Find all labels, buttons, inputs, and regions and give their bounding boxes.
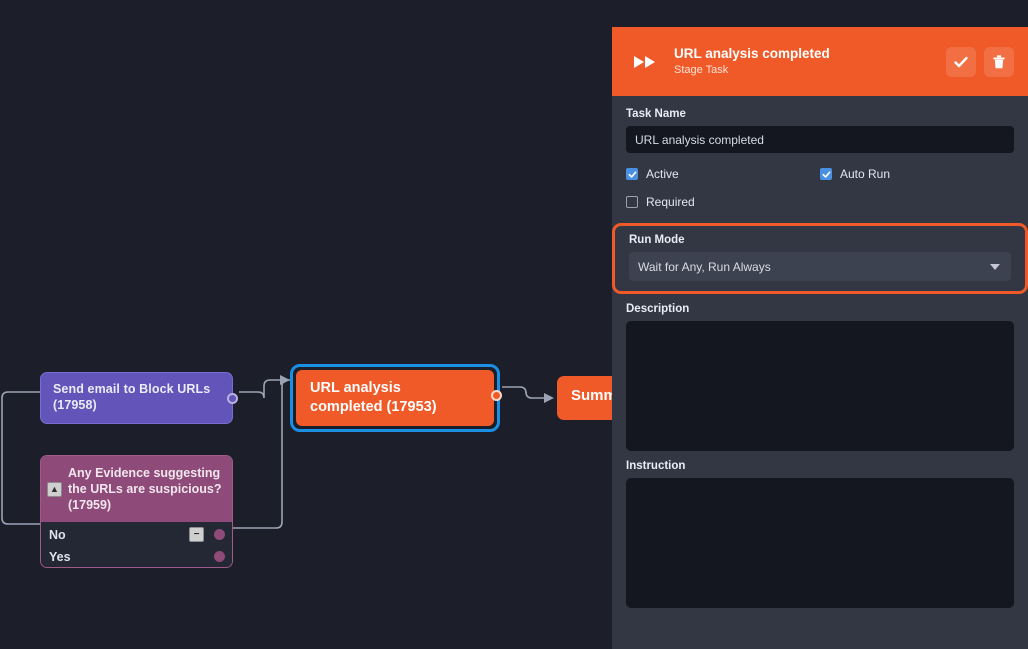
run-mode-field-highlighted: Run Mode Wait for Any, Run Always	[612, 223, 1028, 294]
checkbox-auto-run[interactable]: Auto Run	[820, 167, 1014, 181]
checkbox-row-1: Active Auto Run	[626, 167, 1014, 181]
checkbox-icon-checked[interactable]	[820, 168, 832, 180]
node-output-connector[interactable]	[491, 390, 502, 401]
node-label-line2: (17958)	[53, 398, 97, 412]
checkbox-icon-unchecked[interactable]	[626, 196, 638, 208]
minus-glyph: −	[193, 528, 200, 540]
task-name-input[interactable]: URL analysis completed	[626, 126, 1014, 153]
trash-icon	[993, 54, 1005, 68]
decision-outputs: No − Yes	[41, 522, 232, 567]
collapse-glyph: ▲	[50, 483, 59, 494]
checkbox-required[interactable]: Required	[626, 195, 820, 209]
checkbox-row-2: Required	[626, 195, 1014, 209]
panel-header: URL analysis completed Stage Task	[612, 27, 1028, 96]
decision-output-no[interactable]: No −	[41, 524, 232, 546]
node-label-line2: completed (17953)	[310, 399, 437, 415]
panel-title: URL analysis completed	[674, 46, 830, 61]
run-mode-select[interactable]: Wait for Any, Run Always	[629, 252, 1011, 281]
node-label-line2: the URLs are suspicious?	[68, 482, 222, 496]
panel-subtitle: Stage Task	[674, 64, 729, 76]
confirm-button[interactable]	[946, 46, 976, 77]
node-label-line1: Send email to Block URLs	[53, 382, 211, 396]
checkbox-active[interactable]: Active	[626, 167, 820, 181]
run-mode-label: Run Mode	[629, 234, 685, 246]
task-properties-panel: URL analysis completed Stage Task Task N…	[612, 27, 1028, 649]
workflow-node-url-analysis-selected[interactable]: URL analysis completed (17953)	[290, 364, 502, 432]
instruction-field: Instruction	[626, 460, 1014, 608]
workflow-node-send-email[interactable]: Send email to Block URLs (17958)	[40, 372, 238, 424]
collapse-icon[interactable]: ▲	[47, 481, 62, 497]
task-name-field: Task Name URL analysis completed	[626, 108, 1014, 153]
chevron-down-icon	[990, 263, 1000, 270]
task-name-label: Task Name	[626, 108, 686, 120]
instruction-textarea[interactable]	[626, 478, 1014, 608]
description-field: Description	[626, 303, 1014, 451]
fast-forward-icon	[634, 55, 664, 69]
panel-body: Task Name URL analysis completed Active	[612, 96, 1028, 608]
task-name-value: URL analysis completed	[635, 132, 764, 147]
node-body: URL analysis completed (17953)	[296, 370, 494, 426]
node-label-line1: URL analysis	[310, 380, 401, 396]
minus-icon[interactable]: −	[189, 527, 204, 542]
checkbox-label: Active	[646, 167, 679, 181]
output-connector[interactable]	[214, 529, 225, 540]
output-label: No	[49, 528, 66, 542]
checkbox-group: Active Auto Run Required	[626, 167, 1014, 209]
checkbox-label: Auto Run	[840, 167, 891, 181]
run-mode-value: Wait for Any, Run Always	[638, 259, 771, 274]
panel-header-texts: URL analysis completed Stage Task	[664, 45, 938, 78]
node-label: Summ	[571, 387, 616, 404]
output-connector[interactable]	[214, 551, 225, 562]
checkbox-row-2-spacer	[820, 195, 1014, 209]
workflow-node-evidence-decision[interactable]: ▲ Any Evidence suggesting the URLs are s…	[40, 455, 233, 568]
node-output-connector[interactable]	[227, 393, 238, 404]
checkbox-icon-checked[interactable]	[626, 168, 638, 180]
checkbox-label: Required	[646, 195, 695, 209]
delete-button[interactable]	[984, 46, 1014, 77]
workflow-canvas[interactable]: Send email to Block URLs (17958) URL ana…	[0, 0, 616, 649]
node-label-line3: (17959)	[68, 498, 112, 512]
check-icon	[954, 56, 968, 67]
decision-title: Any Evidence suggesting the URLs are sus…	[68, 465, 222, 513]
decision-header: ▲ Any Evidence suggesting the URLs are s…	[41, 456, 232, 522]
decision-output-yes[interactable]: Yes	[41, 546, 232, 567]
description-textarea[interactable]	[626, 321, 1014, 451]
output-label: Yes	[49, 550, 71, 564]
description-label: Description	[626, 303, 690, 315]
node-label-line1: Any Evidence suggesting	[68, 466, 221, 480]
instruction-label: Instruction	[626, 460, 686, 472]
workflow-node-summary[interactable]: Summ	[557, 376, 616, 420]
